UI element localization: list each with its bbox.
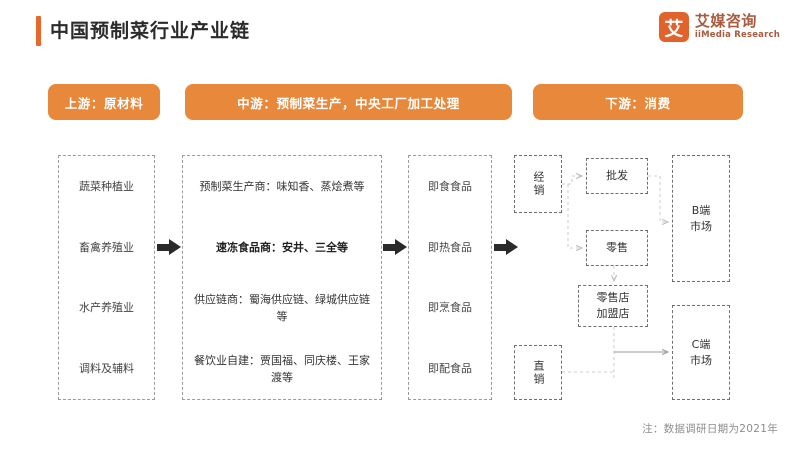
market-node-c-end: C端 市场 <box>672 305 730 400</box>
franchise-label-line1: 零售店 <box>596 291 630 304</box>
franchise-label-line2: 加盟店 <box>596 307 630 320</box>
footnote: 注：数据调研日期为2021年 <box>642 423 778 435</box>
logo-text: 艾媒咨询 iiMedia Research <box>695 13 780 41</box>
logo-name-en: iiMedia Research <box>694 30 780 40</box>
channel-node-franchise: 零售店 加盟店 <box>578 285 648 327</box>
upstream-column: 蔬菜种植业 畜禽养殖业 水产养殖业 调料及辅料 <box>58 155 155 400</box>
product-item: 即配食品 <box>428 362 472 376</box>
b-market-line1: B端 <box>691 203 711 217</box>
midstream-item: 餐饮业自建：贾国福、同庆楼、王家渡等 <box>194 353 370 384</box>
upstream-item: 蔬菜种植业 <box>79 179 134 193</box>
market-node-b-end: B端 市场 <box>672 155 730 282</box>
product-item: 即食食品 <box>428 179 472 193</box>
midstream-item: 速冻食品商：安井、三全等 <box>216 240 348 254</box>
product-item: 即烹食品 <box>428 301 472 315</box>
title-accent-bar <box>36 16 41 46</box>
page-title: 中国预制菜行业产业链 <box>50 20 251 42</box>
c-market-line1: C端 <box>691 337 711 351</box>
upstream-item: 畜禽养殖业 <box>79 240 134 254</box>
stage-header-upstream: 上游：原材料 <box>48 84 160 120</box>
product-item: 即热食品 <box>428 240 472 254</box>
flow-arrow-icon <box>494 239 518 255</box>
midstream-column: 预制菜生产商：味知香、蒸烩煮等 速冻食品商：安井、三全等 供应链商：蜀海供应链、… <box>182 155 382 400</box>
midstream-item: 预制菜生产商：味知香、蒸烩煮等 <box>199 179 365 193</box>
brand-logo: 艾 艾媒咨询 iiMedia Research <box>658 12 780 42</box>
stage-header-midstream: 中游：预制菜生产，中央工厂加工处理 <box>185 84 512 120</box>
channel-node-distribution: 经销 <box>514 155 562 213</box>
b-market-line2: 市场 <box>690 219 712 233</box>
product-types-column: 即食食品 即热食品 即烹食品 即配食品 <box>408 155 492 400</box>
logo-mark-icon: 艾 <box>658 12 689 42</box>
flow-arrow-icon <box>157 239 181 255</box>
logo-name-cn: 艾媒咨询 <box>694 12 757 30</box>
c-market-line2: 市场 <box>690 353 712 367</box>
upstream-item: 水产养殖业 <box>79 301 134 315</box>
midstream-item: 供应链商：蜀海供应链、绿城供应链等 <box>194 292 370 323</box>
channel-node-direct: 直销 <box>514 345 562 400</box>
flow-arrow-icon <box>383 239 407 255</box>
channel-node-wholesale: 批发 <box>586 158 648 194</box>
upstream-item: 调料及辅料 <box>79 362 134 376</box>
stage-header-downstream: 下游：消费 <box>533 84 743 120</box>
channel-node-retail: 零售 <box>586 230 648 266</box>
